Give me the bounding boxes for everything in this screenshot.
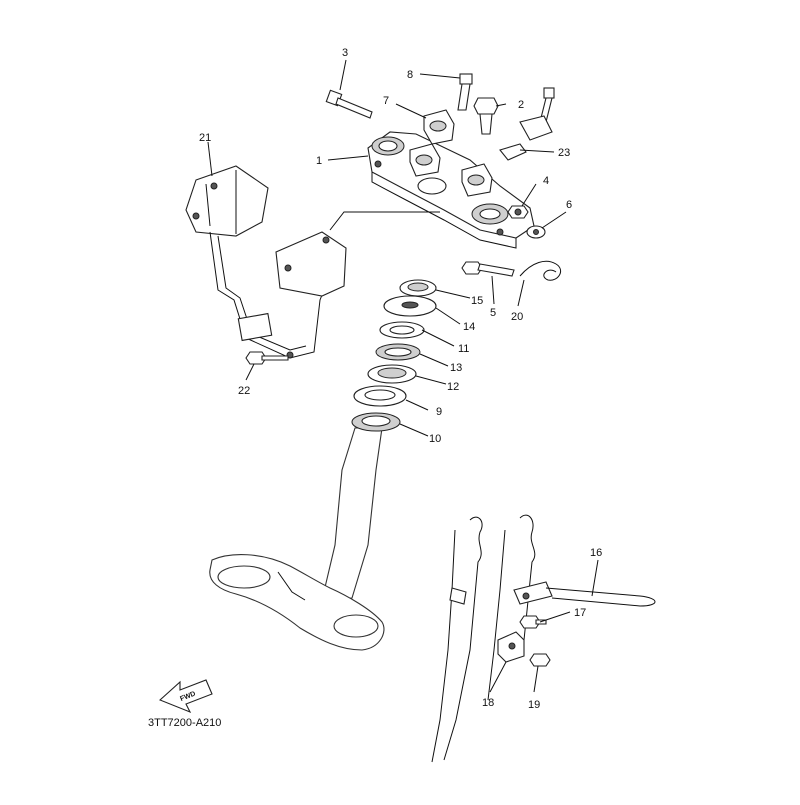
- clamp-23: [499, 143, 527, 161]
- bolt-8: [457, 73, 473, 111]
- callout-7: 7: [383, 95, 389, 107]
- bolt-3: [325, 89, 373, 119]
- callout-21: 21: [199, 132, 211, 144]
- race-9: [353, 385, 407, 407]
- callout-18: 18: [482, 697, 494, 709]
- steering-stem-outline: [209, 427, 385, 651]
- diagram-code: 3TT7200-A210: [148, 717, 221, 729]
- callout-3: 3: [342, 47, 348, 59]
- callout-11: 11: [458, 343, 469, 355]
- callout-2: 2: [518, 99, 524, 111]
- fwd-arrow-icon: FWD: [158, 679, 213, 714]
- callout-15: 15: [471, 295, 483, 307]
- callout-1: 1: [316, 155, 322, 167]
- callout-19: 19: [528, 699, 540, 711]
- ring-nut-15: [399, 279, 437, 297]
- callout-23: 23: [558, 147, 570, 159]
- washer-6: [526, 225, 546, 239]
- callout-8: 8: [407, 69, 413, 81]
- cover-11: [379, 321, 425, 339]
- nut-4: [507, 205, 529, 219]
- callout-20: 20: [511, 311, 523, 323]
- callout-13: 13: [450, 362, 462, 374]
- callout-16: 16: [590, 547, 602, 559]
- callout-4: 4: [543, 175, 549, 187]
- race-12: [367, 364, 417, 384]
- callout-5: 5: [490, 307, 496, 319]
- callout-10: 10: [429, 433, 441, 445]
- callout-17: 17: [574, 607, 586, 619]
- washer-14: [383, 295, 437, 317]
- callout-22: 22: [238, 385, 250, 397]
- callout-6: 6: [566, 199, 572, 211]
- bolt-17: [519, 615, 547, 629]
- callouts: 1 2 3 4 5 6 7 8 9 10 11 12 13 14 15 16 1…: [199, 47, 602, 711]
- bearing-10: [351, 412, 401, 432]
- handlebar-holders: [409, 109, 493, 197]
- callout-14: 14: [463, 321, 475, 333]
- bolt-19: [529, 653, 551, 667]
- leader-lines: [207, 59, 599, 693]
- bolt-top-right: [519, 87, 555, 141]
- spring-20: [519, 260, 561, 281]
- bolt-22: [245, 351, 289, 365]
- bolt-5: [461, 261, 515, 277]
- hose-guide-16: [513, 581, 656, 607]
- headlight-bracket-assembly: [185, 165, 440, 359]
- bearing-13: [375, 343, 421, 361]
- callout-12: 12: [447, 381, 459, 393]
- fork-tubes-outline: [431, 514, 536, 763]
- bolt-2: [473, 97, 499, 135]
- clamp-18: [497, 631, 525, 663]
- callout-9: 9: [436, 406, 442, 418]
